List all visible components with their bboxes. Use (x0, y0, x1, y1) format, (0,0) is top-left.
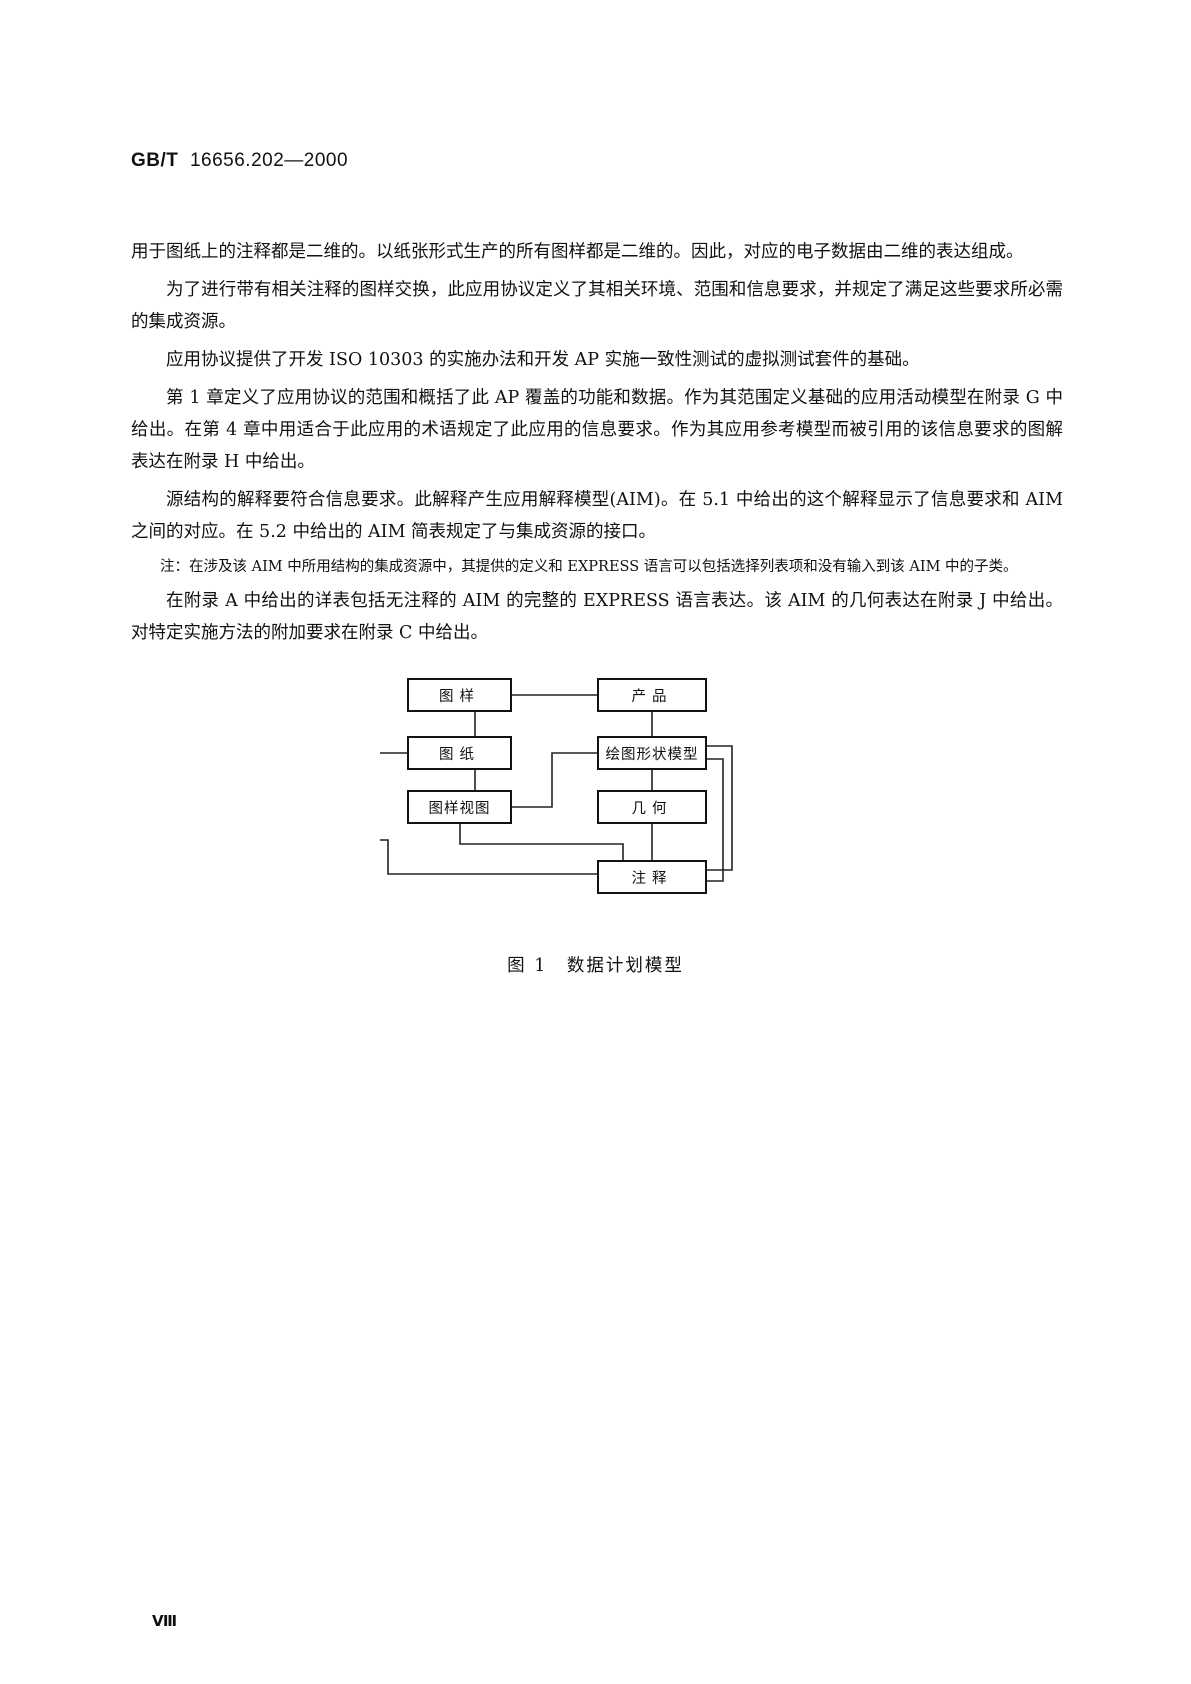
page-number: Ⅷ (152, 1613, 178, 1630)
standard-prefix: GB/T (131, 150, 179, 171)
box-drawing: 图纸 (407, 736, 512, 770)
box-drawing-sheet-style: 图样 (407, 678, 512, 712)
body-text: 用于图纸上的注释都是二维的。以纸张形式生产的所有图样都是二维的。因此，对应的电子… (131, 236, 1063, 655)
standard-header: GB/T 16656.202—2000 (131, 150, 348, 172)
box-product: 产品 (597, 678, 707, 712)
box-annotation: 注释 (597, 860, 707, 894)
paragraph-2: 为了进行带有相关注释的图样交换，此应用协议定义了其相关环境、范围和信息要求，并规… (131, 280, 1063, 332)
box-draughting-shape-model: 绘图形状模型 (597, 736, 707, 770)
standard-number: 16656.202—2000 (189, 150, 349, 171)
paragraph-4: 第 1 章定义了应用协议的范围和概括了此 AP 覆盖的功能和数据。作为其范围定义… (131, 388, 1063, 472)
note: 注：在涉及该 AIM 中所用结构的集成资源中，其提供的定义和 EXPRESS 语… (160, 559, 1018, 575)
paragraph-5: 源结构的解释要符合信息要求。此解释产生应用解释模型(AIM)。在 5.1 中给出… (131, 490, 1063, 542)
paragraph-6: 在附录 A 中给出的详表包括无注释的 AIM 的完整的 EXPRESS 语言表达… (131, 591, 1063, 643)
paragraph-3: 应用协议提供了开发 ISO 10303 的实施办法和开发 AP 实施一致性测试的… (166, 350, 920, 370)
figure-caption: 图 1 数据计划模型 (507, 956, 684, 976)
figure-connectors (380, 694, 733, 882)
data-planning-model-figure: 图样 产品 图纸 绘图形状模型 图样视图 几何 注释 (380, 678, 810, 918)
paragraph-1: 用于图纸上的注释都是二维的。以纸张形式生产的所有图样都是二维的。因此，对应的电子… (131, 242, 1024, 262)
box-drawing-view: 图样视图 (407, 790, 512, 824)
box-geometry: 几何 (597, 790, 707, 824)
